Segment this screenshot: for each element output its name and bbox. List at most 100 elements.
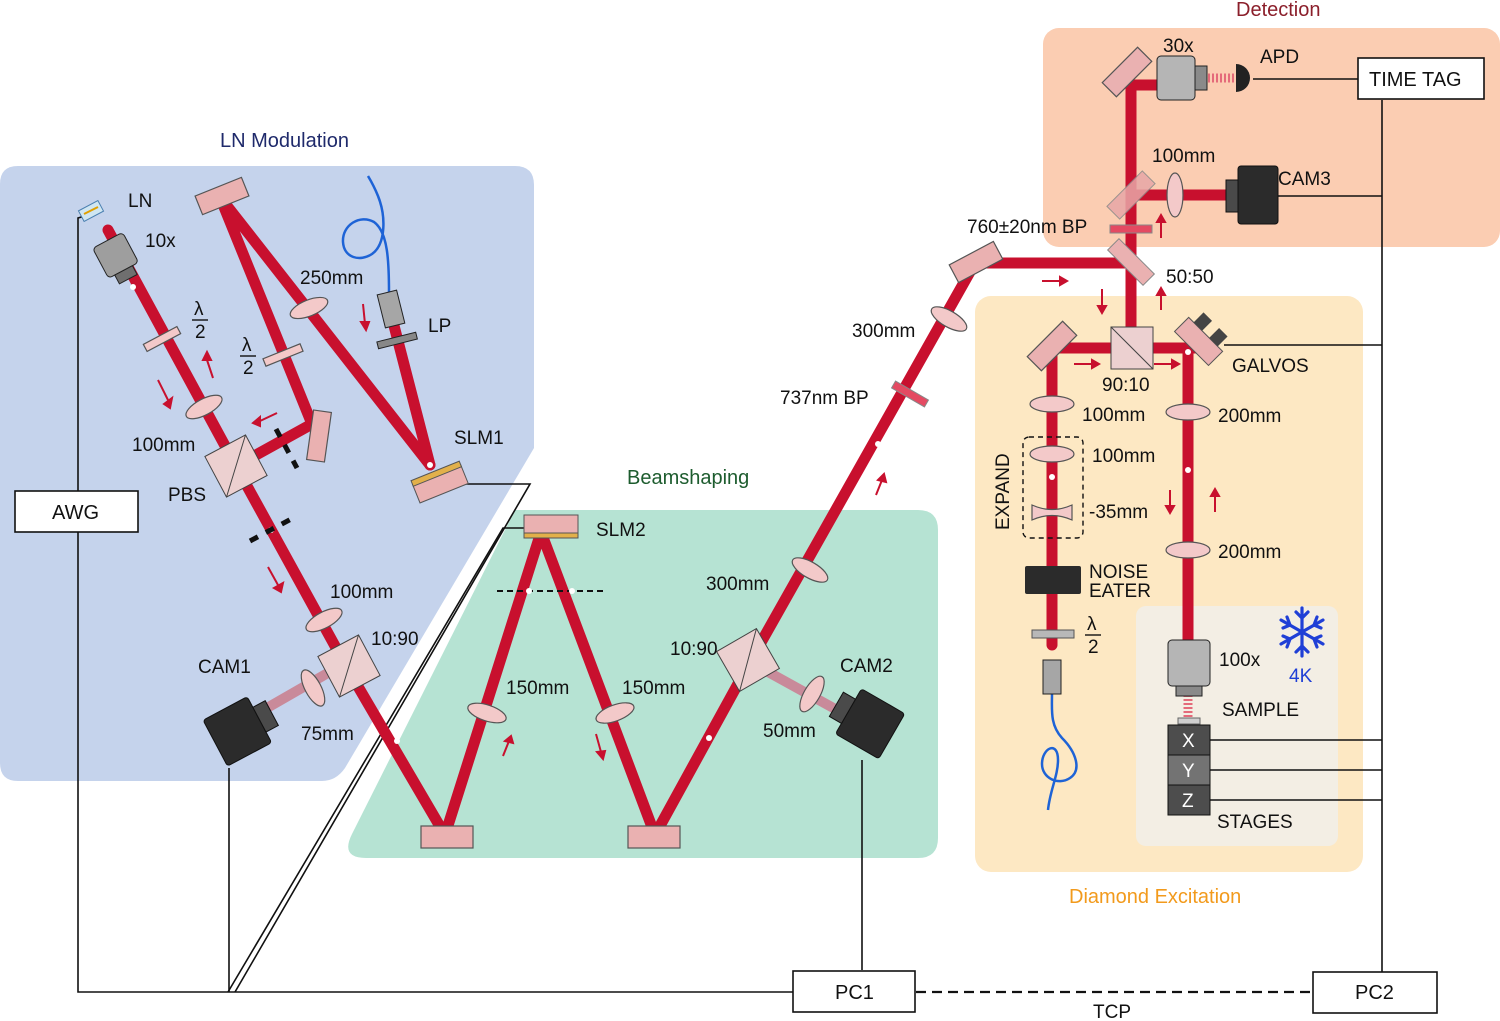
label-100mm-exc: 100mm (1082, 405, 1145, 426)
lens-100mm-b (305, 607, 343, 633)
label-awg: AWG (52, 502, 99, 524)
beam-block-1 (273, 427, 300, 470)
beam-block-2 (248, 515, 295, 544)
mirror-bottom-b (627, 825, 681, 849)
mirror-steering (948, 240, 1004, 284)
label-pc2: PC2 (1355, 982, 1394, 1004)
label-half-3-den: 2 (1088, 637, 1099, 658)
direction-arrows (157, 212, 1221, 762)
lens-100mm-exc (1029, 395, 1075, 413)
label-stages: STAGES (1217, 812, 1293, 833)
half-waveplate-1 (142, 325, 182, 353)
camera-cam2 (828, 689, 905, 759)
xyz-stages (1167, 724, 1211, 816)
label-300mm-b: 300mm (852, 321, 915, 342)
label-half-2: λ (242, 335, 252, 356)
label-200mm-b: 200mm (1218, 542, 1281, 563)
label-4k: 4K (1289, 666, 1313, 687)
pc1-box (792, 970, 916, 1013)
mirror-top-ln (194, 176, 250, 216)
label-slm2: SLM2 (596, 520, 646, 541)
slm2 (523, 514, 579, 539)
control-wires (77, 78, 1383, 994)
label-75mm: 75mm (301, 724, 354, 745)
noise-eater (1025, 566, 1081, 594)
mirror-detection (1101, 46, 1153, 98)
label-100mm-det: 100mm (1152, 146, 1215, 167)
mirror-right-pbs (305, 409, 333, 463)
label-noise: NOISE (1089, 562, 1148, 583)
label-100mm-ln: 100mm (132, 435, 195, 456)
lens-100mm-exp (1029, 445, 1075, 463)
fiber-ln-input (341, 175, 391, 294)
pc2-box (1312, 971, 1438, 1014)
lens-100mm-ln (185, 394, 223, 420)
label-150mm-b: 150mm (622, 678, 685, 699)
half-waveplate-3 (1031, 629, 1075, 639)
label-lp: LP (428, 316, 451, 337)
bs-50-50 (1106, 237, 1156, 287)
label-300mm-a: 300mm (706, 574, 769, 595)
mirror-excitation (1026, 320, 1078, 372)
bs-10-90-b (715, 627, 781, 693)
apd-detector (1236, 64, 1250, 92)
lens-300mm-a (791, 557, 829, 583)
label-cam2: CAM2 (840, 656, 893, 677)
lens-200mm-a (1165, 403, 1211, 421)
linear-polarizer (376, 289, 418, 350)
label-eater: EATER (1089, 581, 1151, 602)
lens-250mm (289, 296, 329, 320)
sample-holder (1177, 717, 1201, 725)
diamond-excitation-title: Diamond Excitation (1069, 886, 1241, 908)
objective-10x (93, 233, 138, 285)
objective-100x (1167, 639, 1211, 697)
time-tag-box (1357, 57, 1485, 100)
expand-box (1022, 436, 1084, 539)
label-10x: 10x (145, 231, 176, 252)
lens-100mm-det (1166, 172, 1184, 218)
fiber-collimator (1042, 659, 1062, 695)
label-stage-x: X (1182, 731, 1195, 752)
bs-90-10 (1110, 326, 1154, 370)
objective-30x (1156, 55, 1208, 101)
label-slm1: SLM1 (454, 428, 504, 449)
ln-modulation-title: LN Modulation (220, 130, 349, 152)
label-30x: 30x (1163, 36, 1194, 57)
label-galvos: GALVOS (1232, 356, 1309, 377)
label-5050: 50:50 (1166, 267, 1214, 288)
bs-10-90-a (317, 634, 381, 698)
label-50mm: 50mm (763, 721, 816, 742)
label-expand: EXPAND (993, 453, 1014, 530)
label-time-tag: TIME TAG (1369, 69, 1462, 91)
beamshaping-title: Beamshaping (627, 467, 749, 489)
label-tcp: TCP (1093, 1002, 1131, 1021)
label-150mm-a: 150mm (506, 678, 569, 699)
lens-300mm-b (930, 306, 968, 332)
half-waveplate-2 (262, 343, 304, 367)
cryostat-region (1136, 606, 1338, 846)
label-1090-a: 10:90 (371, 629, 419, 650)
label-100mm-exp: 100mm (1092, 446, 1155, 467)
camera-cam3 (1225, 165, 1279, 225)
mirror-bottom-a (420, 825, 474, 849)
bp-filter-760 (1109, 224, 1153, 234)
label-cam3: CAM3 (1278, 169, 1331, 190)
awg-box (14, 490, 139, 533)
camera-cam1 (203, 697, 280, 766)
lens-200mm-b (1165, 541, 1211, 559)
label-pc1: PC1 (835, 982, 874, 1004)
label-half-2-den: 2 (243, 358, 254, 379)
label-half-3: λ (1087, 614, 1097, 635)
label-9010: 90:10 (1102, 375, 1150, 396)
label-ln: LN (128, 191, 152, 212)
lens-m35mm (1031, 504, 1073, 521)
label-250mm: 250mm (300, 268, 363, 289)
label-cam1: CAM1 (198, 657, 251, 678)
label-760-bp: 760±20nm BP (967, 217, 1087, 238)
label-stage-z: Z (1182, 791, 1194, 812)
label-apd: APD (1260, 47, 1299, 68)
label-pbs: PBS (168, 485, 206, 506)
label-100mm-b: 100mm (330, 582, 393, 603)
label-half-1: λ (194, 299, 204, 320)
